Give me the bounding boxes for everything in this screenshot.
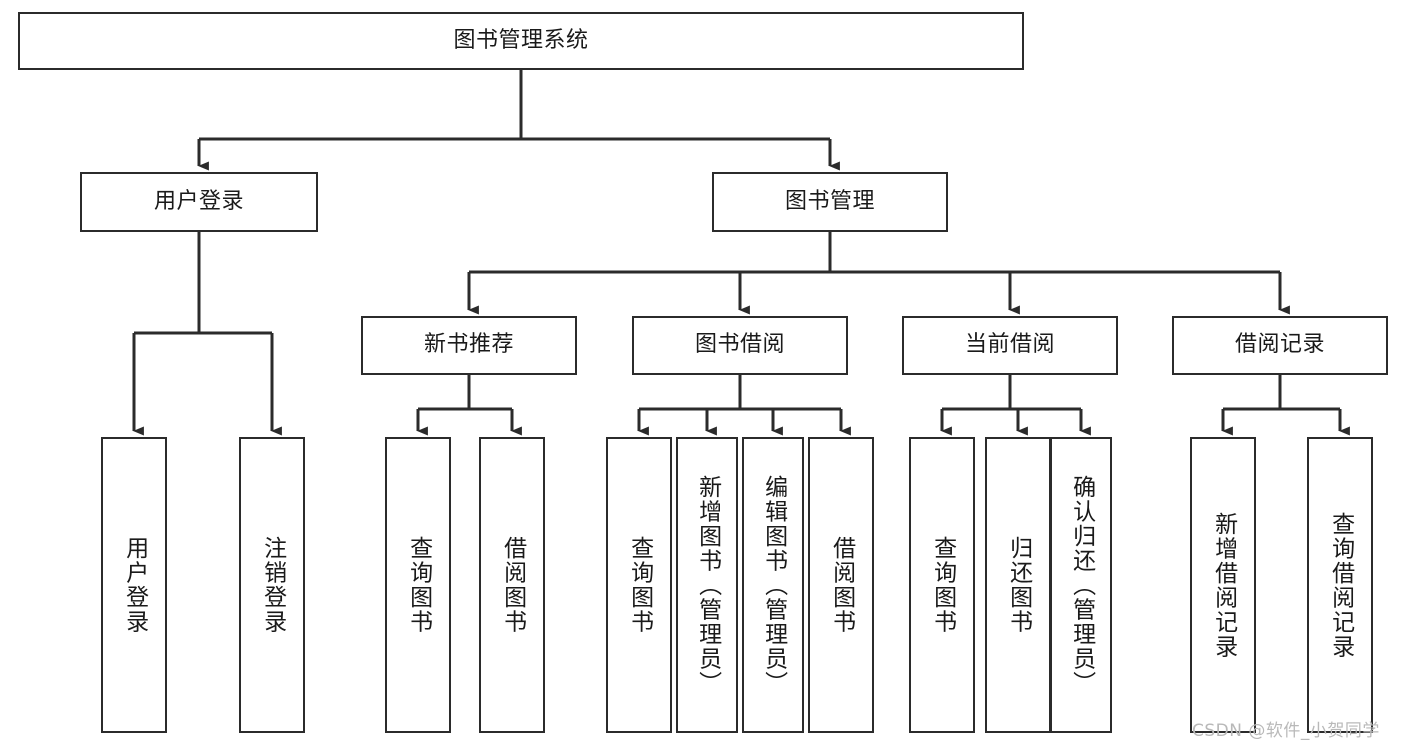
node-leaf-query-record[interactable]: 查询借阅记录 [1307, 437, 1373, 733]
node-leaf-borrow-book-1-label: 借阅图书 [499, 536, 526, 634]
node-leaf-return-book[interactable]: 归还图书 [985, 437, 1051, 733]
node-leaf-borrow-book-2[interactable]: 借阅图书 [808, 437, 874, 733]
node-new-book-recommend[interactable]: 新书推荐 [361, 316, 577, 375]
node-leaf-logout[interactable]: 注销登录 [239, 437, 305, 733]
node-leaf-borrow-book-2-label: 借阅图书 [828, 536, 855, 634]
node-book-borrow[interactable]: 图书借阅 [632, 316, 848, 375]
node-leaf-query-book-3-label: 查询图书 [929, 536, 956, 634]
node-leaf-add-record[interactable]: 新增借阅记录 [1190, 437, 1256, 733]
node-leaf-query-book-2-label: 查询图书 [626, 536, 653, 634]
node-leaf-query-book-1-label: 查询图书 [405, 536, 432, 634]
node-leaf-query-book-1[interactable]: 查询图书 [385, 437, 451, 733]
node-root[interactable]: 图书管理系统 [18, 12, 1024, 70]
node-book-borrow-label: 图书借阅 [694, 332, 785, 358]
node-new-book-recommend-label: 新书推荐 [423, 332, 514, 358]
node-leaf-user-login[interactable]: 用户登录 [101, 437, 167, 733]
node-leaf-borrow-book-1[interactable]: 借阅图书 [479, 437, 545, 733]
node-leaf-confirm-return[interactable]: 确认归还（管理员） [1050, 437, 1112, 733]
node-leaf-edit-book-label: 编辑图书（管理员） [760, 474, 787, 696]
node-current-borrow-label: 当前借阅 [964, 332, 1055, 358]
node-leaf-query-book-2[interactable]: 查询图书 [606, 437, 672, 733]
node-book-management[interactable]: 图书管理 [712, 172, 948, 232]
node-user-login[interactable]: 用户登录 [80, 172, 318, 232]
node-leaf-edit-book[interactable]: 编辑图书（管理员） [742, 437, 804, 733]
node-current-borrow[interactable]: 当前借阅 [902, 316, 1118, 375]
node-leaf-query-book-3[interactable]: 查询图书 [909, 437, 975, 733]
node-leaf-query-record-label: 查询借阅记录 [1327, 511, 1354, 659]
node-leaf-add-book[interactable]: 新增图书（管理员） [676, 437, 738, 733]
node-leaf-add-record-label: 新增借阅记录 [1210, 511, 1237, 659]
csdn-watermark: CSDN @软件_小贺同学 [1192, 721, 1380, 741]
node-borrow-record[interactable]: 借阅记录 [1172, 316, 1388, 375]
node-borrow-record-label: 借阅记录 [1234, 332, 1325, 358]
node-root-label: 图书管理系统 [453, 27, 589, 53]
node-leaf-logout-label: 注销登录 [259, 536, 286, 634]
node-user-login-label: 用户登录 [153, 188, 244, 214]
node-leaf-return-book-label: 归还图书 [1005, 536, 1032, 634]
node-leaf-add-book-label: 新增图书（管理员） [694, 474, 721, 696]
node-leaf-confirm-return-label: 确认归还（管理员） [1068, 474, 1095, 696]
node-leaf-user-login-label: 用户登录 [121, 536, 148, 634]
node-book-management-label: 图书管理 [784, 188, 875, 214]
